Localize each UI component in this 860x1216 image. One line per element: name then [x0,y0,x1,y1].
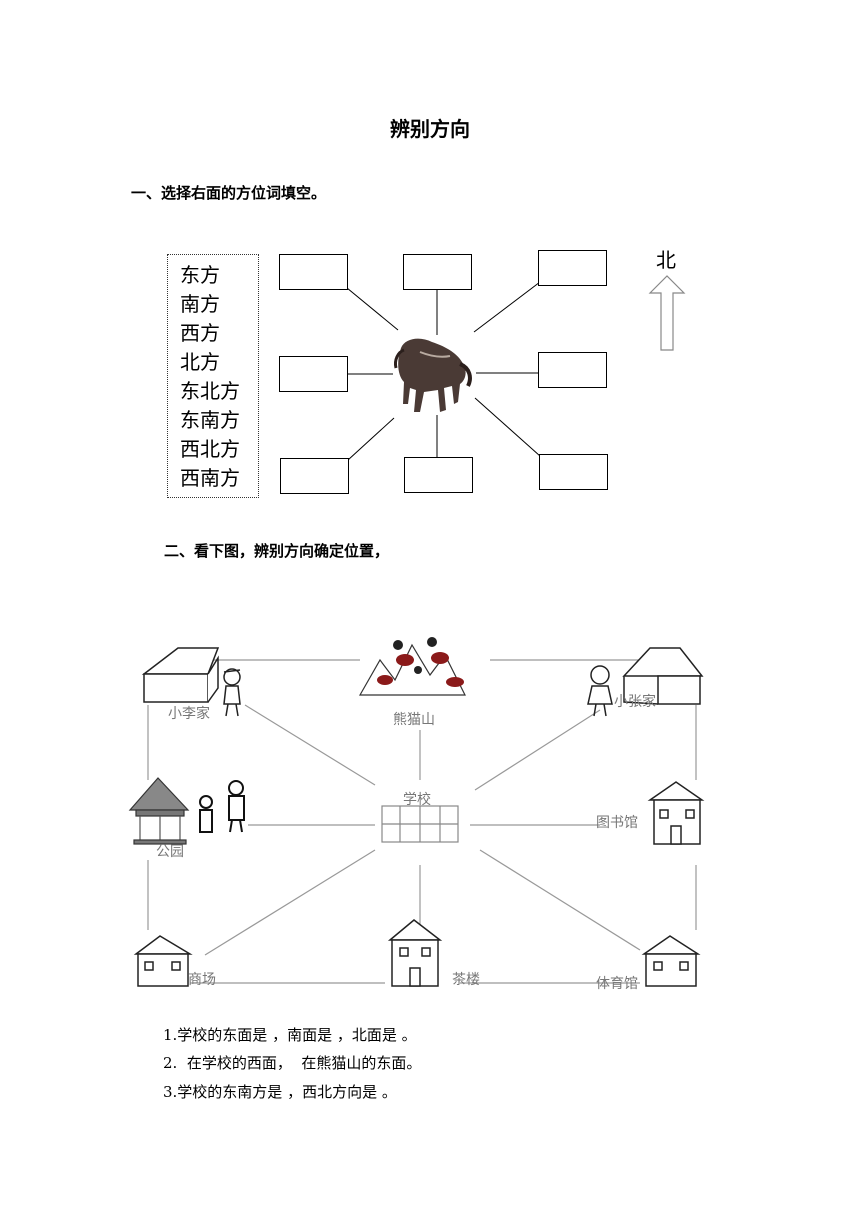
label-library: 图书馆 [596,815,638,831]
label-school: 学校 [403,791,431,808]
mall-building-icon [133,935,193,987]
word-item: 西方 [180,321,220,345]
blank-west[interactable] [279,356,348,392]
word-item: 南方 [180,292,220,316]
blank-northeast[interactable] [538,250,607,286]
north-label: 北 [656,248,676,272]
blank-east[interactable] [538,352,607,388]
word-item: 东南方 [180,408,240,432]
label-xiaoli: 小李家 [168,705,210,722]
map-diagram: 小李家 熊猫山 小张家 公园 学校 图书馆 商场 茶楼 体育馆 [128,637,705,992]
word-item: 西北方 [180,437,240,461]
blank-southeast[interactable] [539,454,608,490]
girl-figure-icon [587,665,613,717]
blank-north[interactable] [403,254,472,290]
horse-image [394,338,472,412]
word-item: 东方 [180,263,220,287]
word-item: 西南方 [180,466,240,490]
section1-heading: 一、选择右面的方位词填空。 [131,184,327,202]
direction-word-list: 东方 南方 西方 北方 东北方 东南方 西北方 西南方 [167,254,259,498]
child-figure-icon [223,668,241,717]
gym-building-icon [641,935,701,987]
school-building-icon [381,805,459,843]
label-mall: 商场 [188,972,216,988]
pavilion-icon [128,777,190,845]
page-title: 辨别方向 [390,117,470,141]
question-2: 2. 在学校的西面， 在熊猫山的东面。 [163,1054,422,1072]
house-icon [622,647,704,705]
question-1: 1.学校的东面是 ，南面是 ，北面是 。 [163,1026,417,1044]
library-building-icon [647,781,705,845]
word-item: 东北方 [180,379,240,403]
label-park: 公园 [156,844,184,860]
teahouse-building-icon [387,919,443,987]
blank-northwest[interactable] [279,254,348,290]
label-teahouse: 茶楼 [452,972,480,988]
word-item: 北方 [180,350,220,374]
label-xiaozhang: 小张家 [614,693,656,710]
blank-south[interactable] [404,457,473,493]
label-gym: 体育馆 [596,976,638,992]
blank-southwest[interactable] [280,458,349,494]
north-arrow-icon [648,275,686,351]
question-3: 3.学校的东南方是 ，西北方向是 。 [163,1083,397,1101]
house-icon [141,647,220,703]
label-panda: 熊猫山 [393,712,435,728]
children-figures-icon [199,780,245,833]
compass-lines [346,275,686,461]
section2-heading: 二、看下图，辨别方向确定位置， [164,542,390,560]
panda-mountain-icon [358,637,466,696]
